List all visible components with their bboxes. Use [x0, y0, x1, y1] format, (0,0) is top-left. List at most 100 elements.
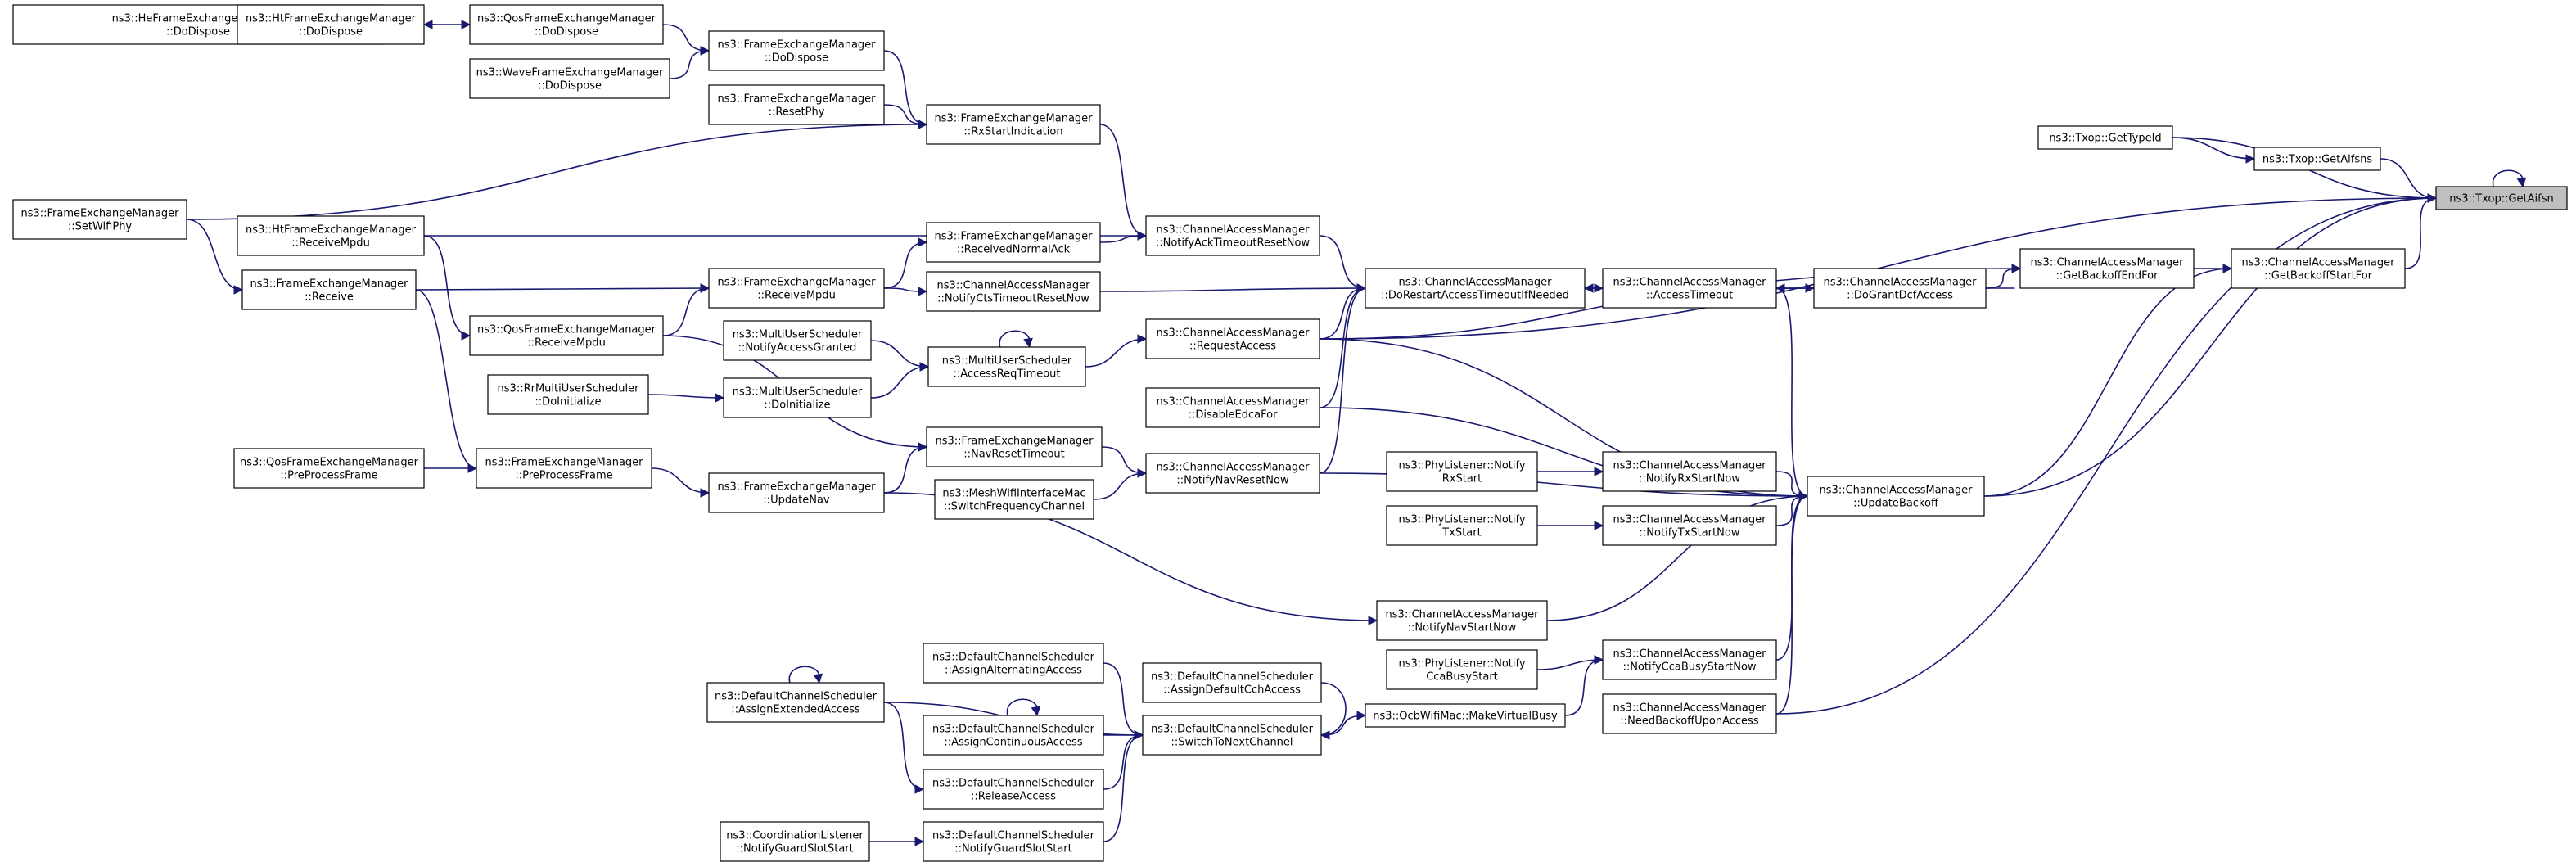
node-label[interactable]: ns3::PhyListener::Notify [1398, 460, 1525, 472]
node-box[interactable] [723, 320, 872, 361]
node-qosfem-receivempdu[interactable]: ns3::QosFrameExchangeManager::ReceiveMpd… [469, 315, 664, 356]
node-box[interactable] [476, 448, 652, 489]
node-label[interactable]: ::NotifyGuardSlotStart [736, 843, 854, 855]
node-box[interactable] [2037, 125, 2173, 150]
node-coordlistener-notifyguardslotstart[interactable]: ns3::CoordinationListener::NotifyGuardSl… [720, 821, 870, 862]
node-box[interactable] [1602, 268, 1777, 309]
node-label[interactable]: ns3::ChannelAccessManager [1157, 396, 1311, 408]
node-dcs-assigndefaultcchaccess[interactable]: ns3::DefaultChannelScheduler::AssignDefa… [1142, 662, 1322, 703]
node-label[interactable]: ns3::DefaultChannelScheduler [715, 691, 877, 703]
node-label[interactable]: ::PreProcessFrame [280, 470, 377, 482]
node-box[interactable] [487, 374, 649, 415]
node-box[interactable] [934, 479, 1094, 520]
node-box[interactable] [720, 821, 870, 862]
node-label[interactable]: ns3::DefaultChannelScheduler [1151, 724, 1314, 736]
node-label[interactable]: ns3::OcbWifiMac::MakeVirtualBusy [1373, 711, 1558, 723]
node-label[interactable]: ns3::FrameExchangeManager [717, 277, 876, 289]
node-label[interactable]: ns3::DefaultChannelScheduler [1151, 671, 1314, 684]
node-cam-notifyctstimeoutresetnow[interactable]: ns3::ChannelAccessManager::NotifyCtsTime… [926, 271, 1101, 312]
node-label[interactable]: ns3::FrameExchangeManager [717, 93, 876, 106]
node-cam-accesstimeout[interactable]: ns3::ChannelAccessManager::AccessTimeout [1602, 268, 1777, 309]
node-txop-getaifsns[interactable]: ns3::Txop::GetAifsns [2253, 147, 2381, 171]
node-box[interactable] [1602, 693, 1777, 734]
node-box[interactable] [923, 715, 1104, 756]
node-label[interactable]: ::DoInitialize [535, 396, 601, 408]
node-label[interactable]: ::AccessReqTimeout [953, 368, 1060, 381]
node-label[interactable]: ns3::ChannelAccessManager [1613, 277, 1767, 289]
node-fem-receivedNormalAck[interactable]: ns3::FrameExchangeManager::ReceivedNorma… [926, 222, 1101, 263]
node-label[interactable]: ::DoInitialize [764, 399, 830, 412]
node-fem-receive[interactable]: ns3::FrameExchangeManager::Receive [241, 269, 417, 310]
node-box[interactable] [1376, 600, 1548, 641]
node-dcs-notifyguardslotstart[interactable]: ns3::DefaultChannelScheduler::NotifyGuar… [923, 821, 1104, 862]
node-label[interactable]: RxStart [1442, 473, 1482, 485]
node-txop-getaifsn[interactable]: ns3::Txop::GetAifsn [2435, 186, 2568, 210]
node-dcs-assignextendedaccess[interactable]: ns3::DefaultChannelScheduler::AssignExte… [706, 682, 885, 723]
node-label[interactable]: ns3::FrameExchangeManager [20, 208, 179, 220]
node-cam-needbackoffuponaccess[interactable]: ns3::ChannelAccessManager::NeedBackoffUp… [1602, 693, 1777, 734]
node-cam-notifytxstartnow[interactable]: ns3::ChannelAccessManager::NotifyTxStart… [1602, 505, 1777, 546]
node-label[interactable]: ns3::ChannelAccessManager [2242, 257, 2396, 269]
node-label[interactable]: ns3::ChannelAccessManager [1157, 462, 1311, 474]
node-label[interactable]: ns3::MultiUserScheduler [942, 355, 1072, 368]
node-label[interactable]: ::DisableEdcaFor [1189, 409, 1279, 422]
node-label[interactable]: ns3::HtFrameExchangeManager [246, 13, 417, 25]
node-label[interactable]: ::ResetPhy [769, 106, 825, 119]
node-label[interactable]: ::SwitchFrequencyChannel [944, 501, 1085, 513]
node-label[interactable]: ns3::ChannelAccessManager [1613, 648, 1767, 661]
node-cam-getbackoffendfor[interactable]: ns3::ChannelAccessManager::GetBackoffEnd… [2019, 248, 2195, 289]
node-fem-setwifiphy[interactable]: ns3::FrameExchangeManager::SetWifiPhy [12, 199, 187, 240]
node-label[interactable]: ::RxStartIndication [963, 126, 1062, 138]
node-cam-notifyrxstartnow[interactable]: ns3::ChannelAccessManager::NotifyRxStart… [1602, 451, 1777, 492]
node-label[interactable]: ::NotifyTxStartNow [1640, 527, 1740, 539]
node-label[interactable]: ns3::ChannelAccessManager [1613, 514, 1767, 526]
node-label[interactable]: ::NavResetTimeout [963, 449, 1065, 461]
node-cam-getbackoffstartfor[interactable]: ns3::ChannelAccessManager::GetBackoffSta… [2231, 248, 2406, 289]
node-label[interactable]: ::NotifyCcaBusyStartNow [1622, 661, 1756, 674]
node-cam-requestaccess[interactable]: ns3::ChannelAccessManager::RequestAccess [1145, 318, 1320, 359]
node-label[interactable]: ns3::QosFrameExchangeManager [477, 324, 656, 336]
node-dcs-releaseaccess[interactable]: ns3::DefaultChannelScheduler::ReleaseAcc… [923, 769, 1104, 810]
node-label[interactable]: ns3::ChannelAccessManager [937, 280, 1091, 292]
node-label[interactable]: ::ReceiveMpdu [527, 337, 606, 350]
node-label[interactable]: ::DoDispose [299, 26, 363, 38]
node-label[interactable]: ::GetBackoffEndFor [2056, 270, 2159, 282]
node-label[interactable]: ::UpdateBackoff [1853, 498, 1939, 510]
node-box[interactable] [1386, 649, 1538, 690]
node-label[interactable]: ::DoDispose [535, 26, 598, 38]
node-label[interactable]: ns3::MeshWifiInterfaceMac [942, 488, 1085, 500]
node-fem-rxstartindication[interactable]: ns3::FrameExchangeManager::RxStartIndica… [926, 104, 1101, 145]
node-box[interactable] [1142, 662, 1322, 703]
node-box[interactable] [926, 271, 1101, 312]
node-qosfem-dodispose[interactable]: ns3::QosFrameExchangeManager::DoDispose [469, 4, 664, 45]
node-fem-resetphy[interactable]: ns3::FrameExchangeManager::ResetPhy [708, 84, 885, 125]
node-meshmac-switchfreq[interactable]: ns3::MeshWifiInterfaceMac::SwitchFrequen… [934, 479, 1094, 520]
node-label[interactable]: ns3::WaveFrameExchangeManager [476, 67, 664, 79]
node-box[interactable] [1602, 639, 1777, 680]
node-phylistener-notifyccabusystart[interactable]: ns3::PhyListener::NotifyCcaBusyStart [1386, 649, 1538, 690]
node-fem-navresettimeout[interactable]: ns3::FrameExchangeManager::NavResetTimeo… [926, 426, 1103, 467]
node-box[interactable] [1365, 268, 1586, 309]
node-label[interactable]: ::NeedBackoffUponAccess [1620, 715, 1758, 728]
node-fem-preprocessframe[interactable]: ns3::FrameExchangeManager::PreProcessFra… [476, 448, 652, 489]
node-label[interactable]: ::ReceiveMpdu [291, 237, 370, 250]
node-ocbmac-makevirtualbusy[interactable]: ns3::OcbWifiMac::MakeVirtualBusy [1365, 703, 1566, 728]
node-label[interactable]: ::ReceivedNormalAck [957, 244, 1071, 256]
node-box[interactable] [12, 199, 187, 240]
node-label[interactable]: CcaBusyStart [1426, 671, 1498, 684]
node-label[interactable]: ns3::Txop::GetAifsns [2262, 154, 2373, 166]
node-label[interactable]: ::Receive [305, 291, 354, 304]
node-label[interactable]: ::NotifyAccessGranted [738, 342, 857, 354]
node-box[interactable] [1365, 703, 1566, 728]
node-label[interactable]: ns3::ChannelAccessManager [1386, 609, 1540, 621]
node-label[interactable]: ns3::RrMultiUserScheduler [498, 383, 640, 395]
node-label[interactable]: ::AssignAlternatingAccess [945, 665, 1082, 677]
node-label[interactable]: ::SwitchToNextChannel [1171, 737, 1293, 749]
node-dcs-switchtonextchannel[interactable]: ns3::DefaultChannelScheduler::SwitchToNe… [1142, 715, 1322, 756]
node-box[interactable] [469, 4, 664, 45]
node-label[interactable]: ns3::MultiUserScheduler [733, 386, 863, 399]
node-label[interactable]: ns3::QosFrameExchangeManager [477, 13, 656, 25]
node-label[interactable]: ns3::Txop::GetTypeId [2049, 133, 2161, 145]
node-box[interactable] [1386, 505, 1538, 546]
node-label[interactable]: ::AssignContinuousAccess [944, 737, 1082, 749]
